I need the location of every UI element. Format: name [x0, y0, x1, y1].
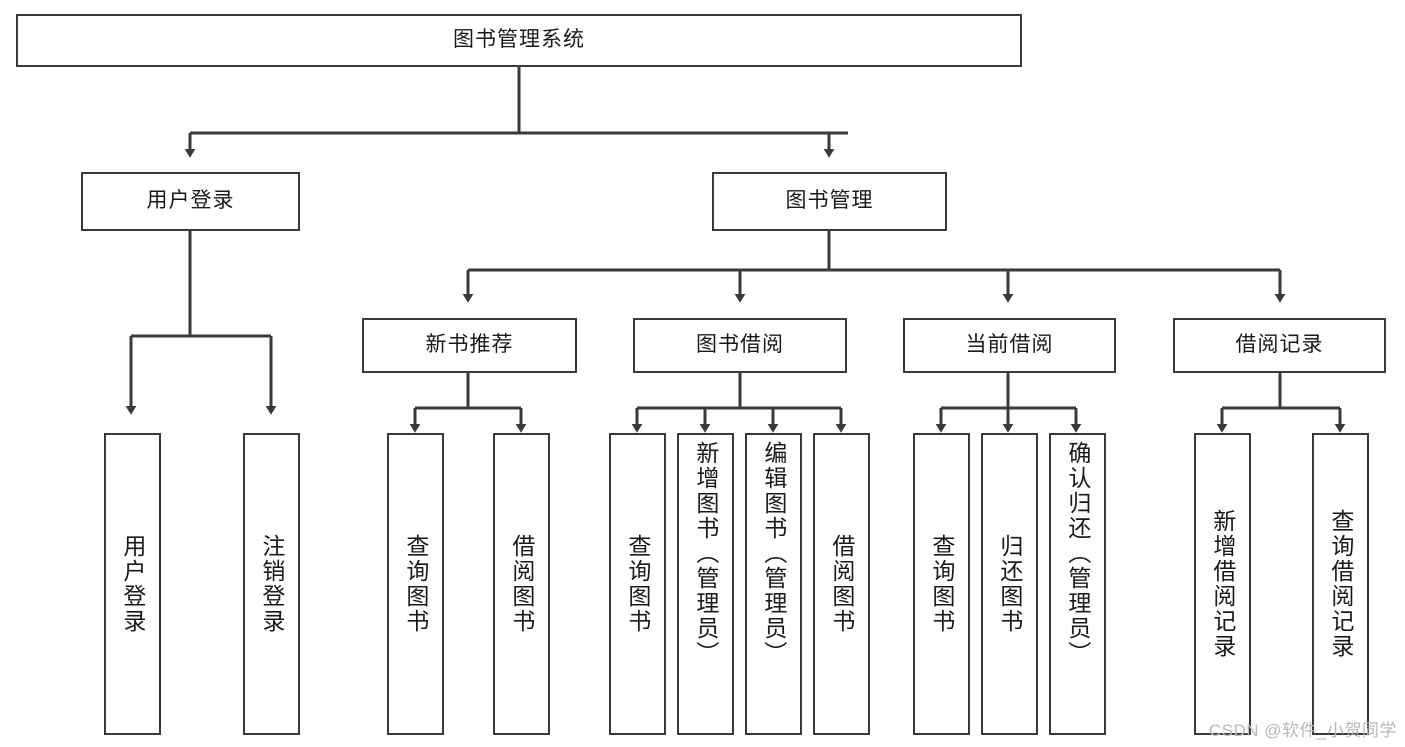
node-new-book-recommend-label: 新书推荐 — [425, 333, 514, 357]
leaf-edit-book[interactable]: 编辑图书（管理员） — [745, 433, 802, 735]
node-borrow-record-label: 借阅记录 — [1235, 333, 1324, 357]
node-book-borrow[interactable]: 图书借阅 — [633, 318, 847, 373]
node-root[interactable]: 图书管理系统 — [16, 14, 1022, 67]
node-current-borrow-label: 当前借阅 — [965, 333, 1054, 357]
node-book-manage[interactable]: 图书管理 — [712, 172, 947, 231]
leaf-query-book-3[interactable]: 查询图书 — [913, 433, 970, 735]
leaf-borrow-book-1-label: 借阅图书 — [508, 534, 535, 634]
node-user-login[interactable]: 用户登录 — [81, 172, 300, 231]
leaf-query-book-3-label: 查询图书 — [928, 534, 955, 634]
node-user-login-label: 用户登录 — [146, 189, 235, 213]
leaf-query-book-1-label: 查询图书 — [402, 534, 429, 634]
leaf-borrow-book-2[interactable]: 借阅图书 — [813, 433, 870, 735]
leaf-add-book-label: 新增图书（管理员） — [692, 441, 719, 666]
node-book-borrow-label: 图书借阅 — [696, 333, 784, 357]
leaf-add-book[interactable]: 新增图书（管理员） — [677, 433, 734, 735]
leaf-add-record-label: 新增借阅记录 — [1209, 509, 1236, 659]
leaf-confirm-return[interactable]: 确认归还（管理员） — [1049, 433, 1106, 735]
leaf-borrow-book-1[interactable]: 借阅图书 — [493, 433, 550, 735]
node-borrow-record[interactable]: 借阅记录 — [1173, 318, 1386, 373]
leaf-edit-book-label: 编辑图书（管理员） — [760, 441, 787, 666]
leaf-query-book-2[interactable]: 查询图书 — [609, 433, 666, 735]
leaf-query-record[interactable]: 查询借阅记录 — [1312, 433, 1369, 735]
leaf-logout[interactable]: 注销登录 — [243, 433, 300, 735]
node-book-manage-label: 图书管理 — [785, 189, 874, 213]
watermark: CSDN @软件_小贺同学 — [1208, 721, 1397, 740]
node-root-label: 图书管理系统 — [453, 28, 585, 52]
node-new-book-recommend[interactable]: 新书推荐 — [362, 318, 577, 373]
leaf-logout-label: 注销登录 — [258, 534, 285, 634]
leaf-return-book[interactable]: 归还图书 — [981, 433, 1038, 735]
leaf-return-book-label: 归还图书 — [996, 534, 1023, 634]
leaf-user-login[interactable]: 用户登录 — [104, 433, 161, 735]
leaf-query-book-2-label: 查询图书 — [624, 534, 651, 634]
leaf-borrow-book-2-label: 借阅图书 — [828, 534, 855, 634]
leaf-user-login-label: 用户登录 — [119, 534, 146, 634]
leaf-confirm-return-label: 确认归还（管理员） — [1064, 441, 1091, 666]
leaf-add-record[interactable]: 新增借阅记录 — [1194, 433, 1251, 735]
node-current-borrow[interactable]: 当前借阅 — [903, 318, 1116, 373]
leaf-query-record-label: 查询借阅记录 — [1327, 509, 1354, 659]
leaf-query-book-1[interactable]: 查询图书 — [387, 433, 444, 735]
